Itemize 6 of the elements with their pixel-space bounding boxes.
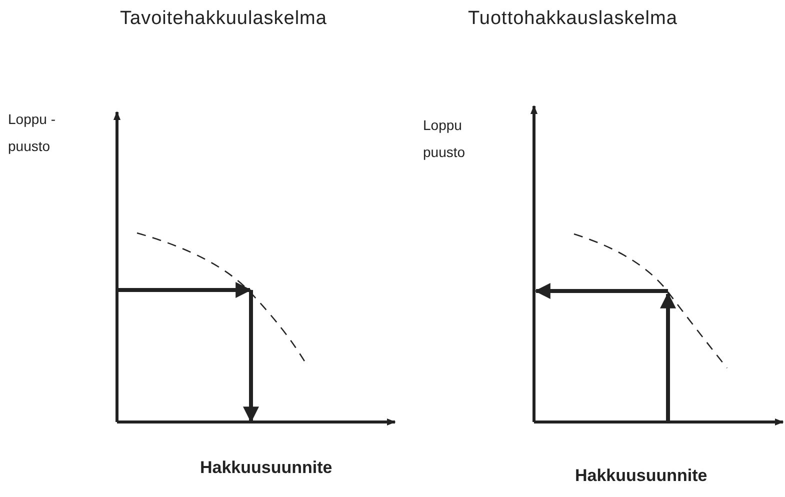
axis-label: Loppu - puusto xyxy=(8,110,56,156)
axis-label: Hakkuusuunnite xyxy=(200,458,332,478)
axis-label: Loppu puusto xyxy=(423,116,466,162)
chart-title: Tavoitehakkuulaskelma xyxy=(120,8,327,30)
axis-label: Hakkuusuunnite xyxy=(575,466,708,486)
chart-title: Tuottohakkauslaskelma xyxy=(468,8,678,30)
